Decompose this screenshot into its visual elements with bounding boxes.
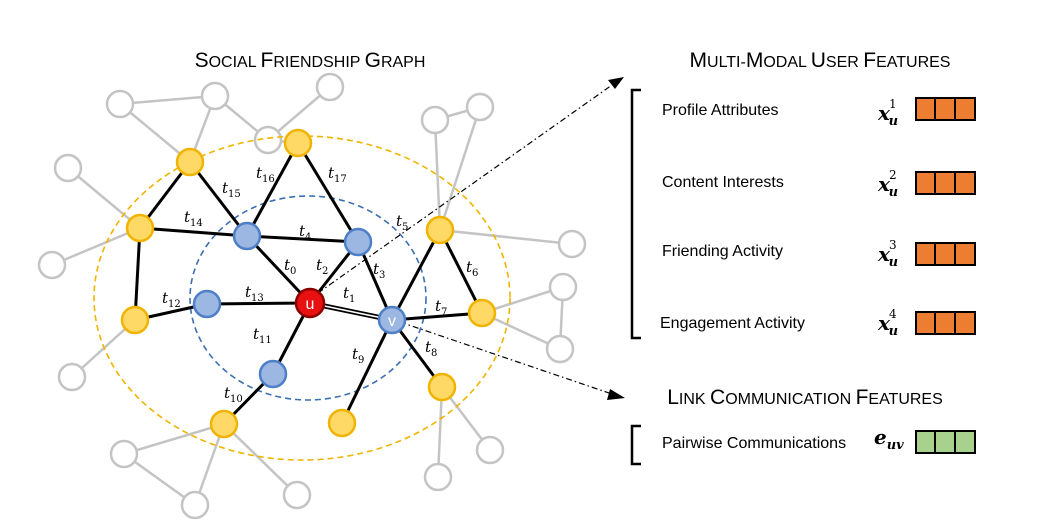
row-label-engagement: Engagement Activity <box>660 315 805 332</box>
feature-arrows <box>317 84 613 395</box>
arrow-head-link <box>607 389 625 400</box>
edge-label-t13: t13 <box>245 283 264 304</box>
edge-label-t2: t2 <box>316 256 328 277</box>
feature-cell <box>915 311 936 335</box>
link-features-bracket <box>630 424 641 466</box>
edge-label-t17: t17 <box>328 164 347 185</box>
edge-label-t7: t7 <box>435 297 447 318</box>
feature-cell <box>934 311 956 335</box>
target-node-v <box>377 305 407 335</box>
row-label-content: Content Interests <box>662 174 784 191</box>
edge-label-t14: t14 <box>184 208 203 229</box>
feature-cell <box>915 97 936 121</box>
two-hop-nodes <box>120 128 497 439</box>
feature-cell <box>915 171 936 195</box>
edge-label-t4: t4 <box>299 222 311 243</box>
feature-cell <box>954 242 976 266</box>
center-node-label: u <box>306 296 315 313</box>
grey-nodes <box>37 72 587 520</box>
edge-label-t15: t15 <box>222 179 241 200</box>
edge-labels: t0 t1 t2 t3 t4 t5 t6 t7 t8 t9 t10 t11 t1… <box>162 164 478 405</box>
edge-label-t12: t12 <box>162 289 181 310</box>
arrow-head-user <box>608 77 624 89</box>
user-features-title: MULTI-MODAL USER FEATURES <box>690 49 951 72</box>
edge-label-t16: t16 <box>256 164 275 185</box>
graph-title: SOCIAL FRIENDSHIP GRAPH <box>195 49 426 72</box>
edge-label-t0: t0 <box>284 256 296 277</box>
edge-label-t3: t3 <box>373 260 385 281</box>
row-label-friending: Friending Activity <box>662 243 783 260</box>
edge-label-t9: t9 <box>352 345 364 366</box>
feature-cell <box>954 430 976 454</box>
edge-label-t1: t1 <box>343 284 355 305</box>
target-node-label: v <box>388 313 396 330</box>
edge-label-t8: t8 <box>425 338 437 359</box>
row-label-profile: Profile Attributes <box>662 102 779 119</box>
edge-label-t6: t6 <box>466 258 478 279</box>
edge-label-t5: t5 <box>396 212 408 233</box>
link-features-title: LINK COMMUNICATION FEATURES <box>667 386 943 409</box>
row-label-pairwise: Pairwise Communications <box>662 435 846 452</box>
feature-cell <box>934 430 956 454</box>
row-symbol-link: euv <box>874 425 904 453</box>
feature-cell <box>954 311 976 335</box>
feature-cell <box>954 97 976 121</box>
feature-cell <box>934 242 956 266</box>
feature-cell <box>954 171 976 195</box>
link-feature-row: Pairwise Communications euv <box>662 425 976 454</box>
feature-cell <box>934 97 956 121</box>
edge-label-t10: t10 <box>224 384 243 405</box>
edge-label-t11: t11 <box>253 325 272 346</box>
feature-cell <box>915 430 936 454</box>
one-hop-nodes <box>192 221 373 389</box>
center-node-u <box>294 287 326 319</box>
feature-cell <box>934 171 956 195</box>
feature-cell <box>915 242 936 266</box>
user-features-bracket <box>630 88 641 340</box>
one-hop-boundary <box>189 195 427 401</box>
